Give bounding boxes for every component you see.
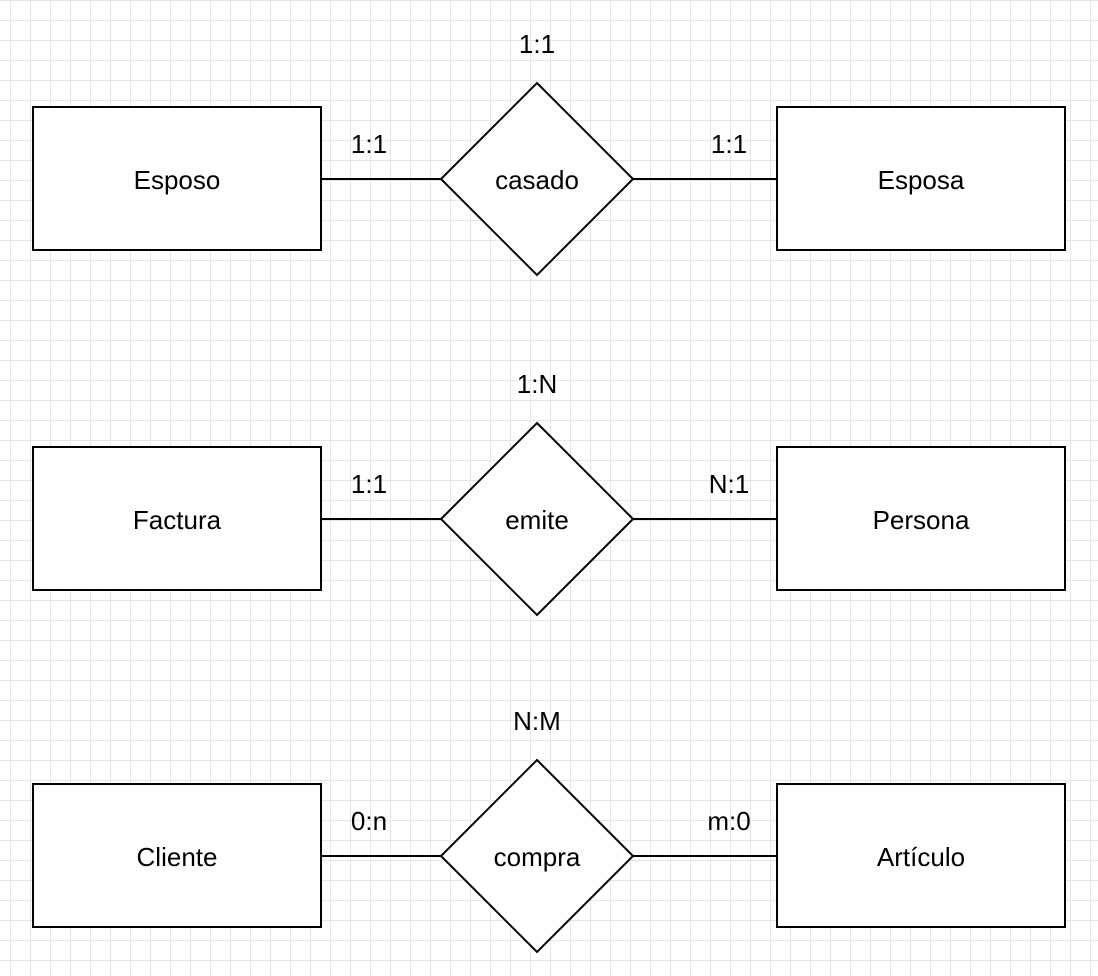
entity-articulo[interactable] bbox=[776, 783, 1066, 928]
left-cardinality-label: 1:1 bbox=[351, 129, 387, 159]
relationship-row-married: 1:1 Esposo casado Esposa 1:1 1:1 bbox=[32, 29, 1066, 277]
right-cardinality-label: N:1 bbox=[709, 469, 749, 499]
entity-persona[interactable] bbox=[776, 446, 1066, 591]
relationship-compra[interactable] bbox=[439, 758, 635, 954]
right-cardinality-label: 1:1 bbox=[711, 129, 747, 159]
left-cardinality-label: 1:1 bbox=[351, 469, 387, 499]
right-cardinality-label: m:0 bbox=[707, 806, 750, 836]
left-cardinality-label: 0:n bbox=[351, 806, 387, 836]
entity-label: Persona bbox=[873, 505, 970, 535]
entity-factura[interactable] bbox=[32, 446, 322, 591]
relationship-label: compra bbox=[494, 842, 581, 872]
relationship-cardinality: N:M bbox=[513, 706, 561, 736]
entity-label: Esposo bbox=[134, 165, 221, 195]
relationship-label: emite bbox=[505, 505, 569, 535]
relationship-row-issues: 1:N Factura emite Persona 1:1 N:1 bbox=[32, 369, 1066, 617]
entity-label: Esposa bbox=[878, 165, 965, 195]
entity-label: Cliente bbox=[137, 842, 218, 872]
entity-esposo[interactable] bbox=[32, 106, 322, 251]
entity-label: Artículo bbox=[877, 842, 965, 872]
relationship-row-buys: N:M Cliente compra Artículo 0:n m:0 bbox=[32, 706, 1066, 954]
relationship-cardinality: 1:N bbox=[517, 369, 557, 399]
entity-cliente[interactable] bbox=[32, 783, 322, 928]
entity-label: Factura bbox=[133, 505, 222, 535]
relationship-cardinality: 1:1 bbox=[519, 29, 555, 59]
entity-esposa[interactable] bbox=[776, 106, 1066, 251]
relationship-casado[interactable] bbox=[439, 81, 635, 277]
relationship-label: casado bbox=[495, 165, 579, 195]
relationship-emite[interactable] bbox=[439, 421, 635, 617]
